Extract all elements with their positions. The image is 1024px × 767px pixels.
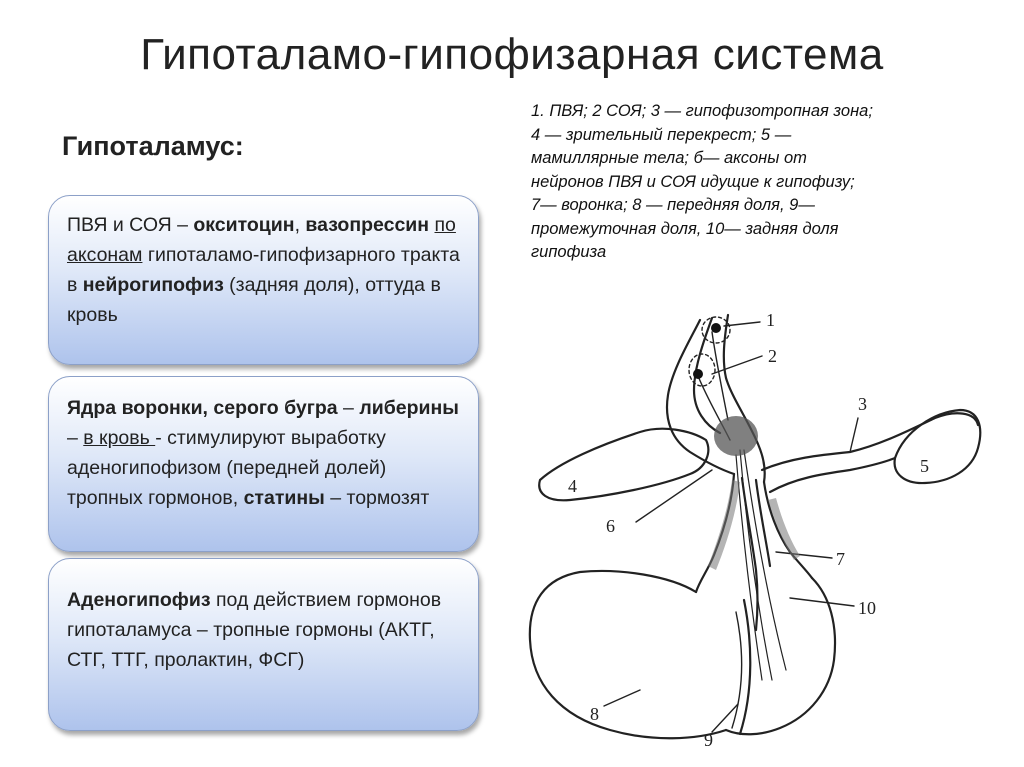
figure-label-5: 5 (920, 456, 929, 476)
term-liberins: либерины (359, 397, 459, 419)
underlined-into-blood: в кровь (83, 427, 156, 449)
figure-label-9: 9 (704, 730, 713, 750)
stalk-inner-right (754, 478, 772, 568)
posterior-lobe (724, 576, 837, 736)
leader-line-9 (711, 703, 739, 733)
box2-text: – (67, 427, 84, 449)
term-statins: статины (243, 487, 325, 509)
legend-line: 1. ПВЯ; 2 СОЯ; 3 — гипофизотропная зона; (531, 102, 873, 120)
son-nucleus-outline (688, 353, 716, 387)
axon-fiber (743, 449, 787, 671)
pituitary-diagram: 1 2 3 4 5 6 7 8 9 10 (528, 310, 982, 750)
box2-text: – (337, 397, 360, 419)
box3-text: под действием гормонов гипоталамуса – тр… (67, 589, 442, 671)
box2-text: - стимулируют выработку аденогипофизом (… (67, 427, 387, 509)
term-adenohypophysis: Аденогипофиз (67, 589, 211, 611)
legend-line: мамиллярные тела; б— аксоны от (531, 149, 807, 167)
mammillary-body (893, 408, 982, 485)
figure-label-10: 10 (858, 598, 876, 618)
figure-label-2: 2 (768, 346, 777, 366)
underlined-by-axons: по аксонам (67, 214, 456, 266)
leader-line-2 (711, 355, 763, 375)
legend-line: промежуточная доля, 10— задняя доля (531, 219, 839, 238)
son-nucleus (693, 369, 703, 379)
stalk-shading-right (768, 498, 800, 560)
intermediate-lobe-inner (731, 611, 743, 729)
box1-text: ПВЯ и СОЯ – (67, 214, 194, 236)
anterior-lobe (528, 569, 728, 740)
leader-line-10 (789, 597, 855, 607)
hypothalamus-contour-right (722, 313, 766, 484)
term-neurohypophysis: нейрогипофиз (82, 274, 224, 296)
leader-line-7 (775, 551, 833, 559)
hypothalamus-wall-left (665, 318, 736, 476)
figure-label-4: 4 (568, 476, 577, 496)
optic-chiasm (538, 427, 710, 502)
hypothalamus-wall-inner (692, 316, 722, 435)
infundibulum-right (762, 480, 814, 580)
legend-line: 4 — зрительный перекрест; 5 — (531, 125, 792, 144)
figure-label-1: 1 (766, 310, 775, 330)
axon-fiber (711, 331, 729, 421)
leader-line-1 (723, 321, 761, 327)
axon-fiber (739, 449, 773, 681)
arcuate-nucleus-shaded (714, 416, 758, 456)
hypophysiotropic-zone-lower (768, 456, 897, 494)
hypothalamus-heading: Гипоталамус: (62, 131, 244, 161)
info-box-neurohypophysis: ПВЯ и СОЯ – окситоцин, вазопрессин по ак… (48, 195, 479, 365)
figure-legend: 1. ПВЯ; 2 СОЯ; 3 — гипофизотропная зона;… (531, 100, 971, 265)
slide-title: Гипоталамо-гипофизарная система (140, 30, 884, 79)
term-vasopressin: вазопрессин (305, 214, 430, 236)
leader-line-3 (849, 417, 859, 453)
figure-label-7: 7 (836, 549, 845, 569)
box1-text: гипоталамо-гипофизарного тракта в (67, 244, 460, 296)
pvn-nucleus-outline (701, 316, 731, 344)
legend-line: гипофиза (531, 243, 607, 261)
figure-label-8: 8 (590, 704, 599, 724)
leader-line-6 (635, 469, 713, 523)
legend-line: нейронов ПВЯ и СОЯ идущие к гипофизу; (531, 172, 855, 191)
box1-text: , (294, 214, 306, 236)
leader-line-8 (603, 689, 641, 707)
pvn-nucleus (711, 323, 721, 333)
hypophysiotropic-zone (760, 412, 980, 472)
figure-label-6: 6 (606, 516, 615, 536)
infundibulum-shading (708, 480, 740, 570)
box1-text: (задняя доля), оттуда в кровь (67, 274, 441, 326)
info-box-adenohypophysis: Аденогипофиз под действием гормонов гипо… (48, 558, 479, 731)
intermediate-lobe (738, 598, 752, 736)
term-oxytocin: окситоцин (193, 214, 295, 236)
box2-text: – тормозят (324, 487, 430, 509)
term-nuclei: Ядра воронки, серого бугра (67, 397, 338, 419)
info-box-liberins: Ядра воронки, серого бугра – либерины – … (48, 376, 479, 552)
figure-label-3: 3 (858, 394, 867, 414)
legend-line: 7— воронка; 8 — передняя доля, 9— (531, 196, 815, 214)
